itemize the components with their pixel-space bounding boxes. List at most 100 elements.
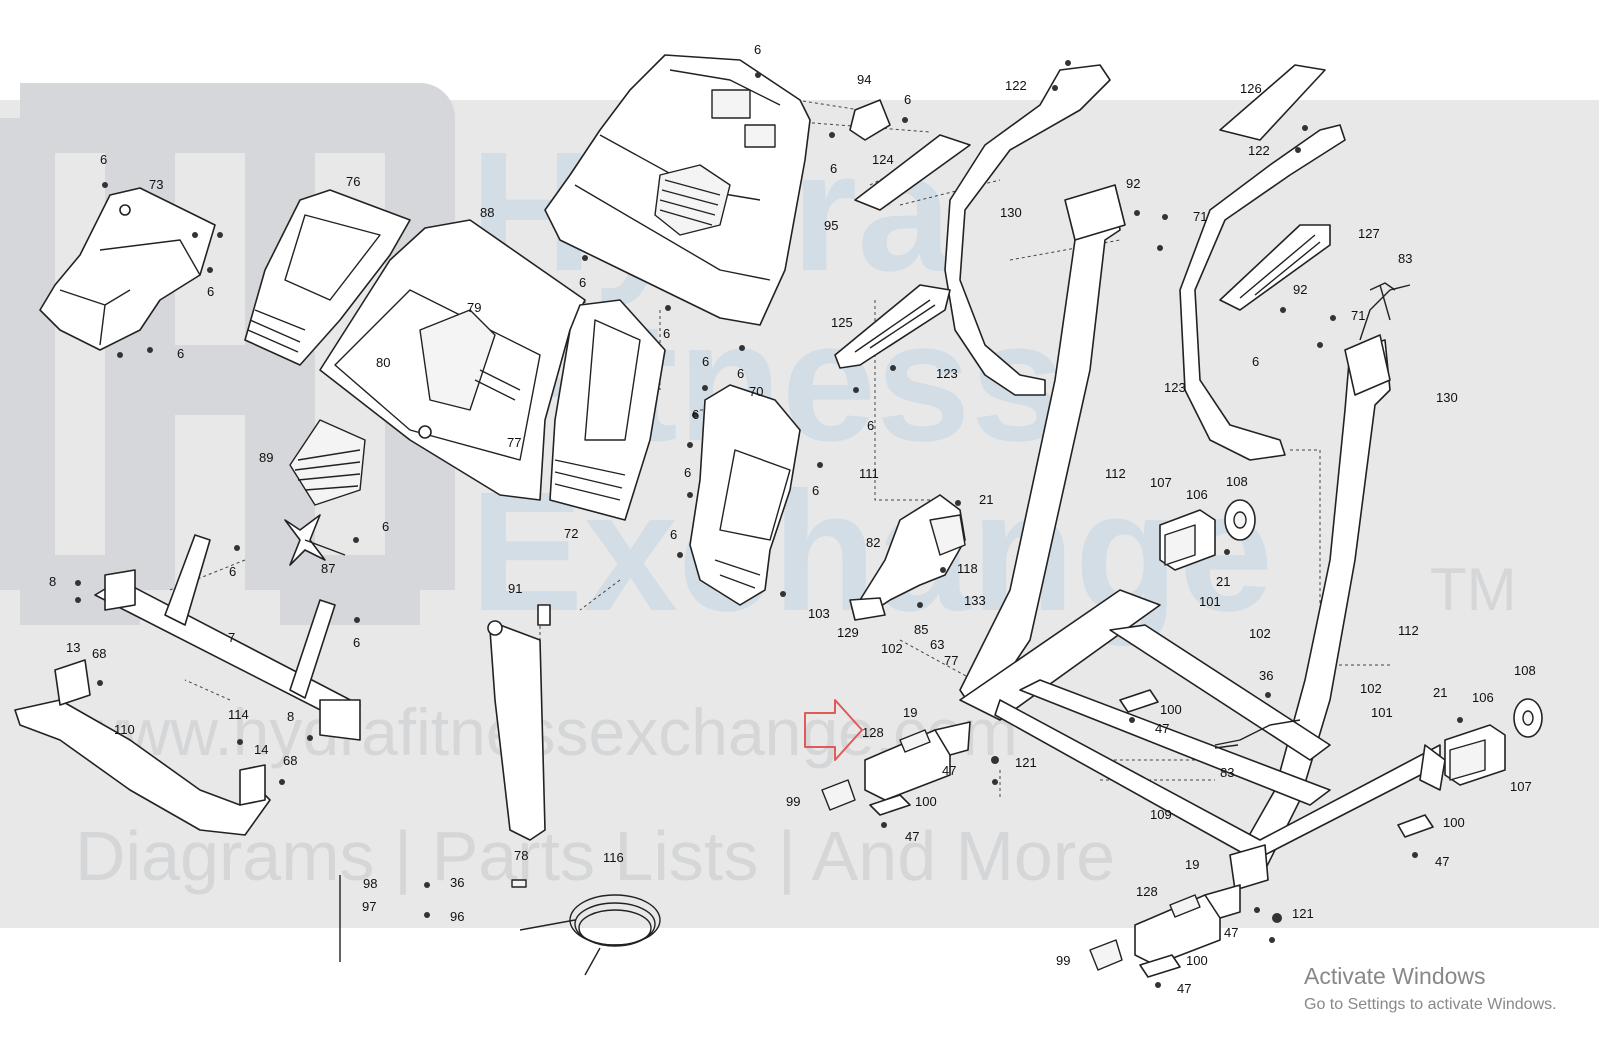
label-121: 121 (1015, 755, 1037, 770)
label-6: 6 (812, 483, 819, 498)
label-92: 92 (1126, 176, 1140, 191)
label-108: 108 (1514, 663, 1536, 678)
label-95: 95 (824, 218, 838, 233)
part-128-foot-lower (1134, 884, 1241, 966)
label-6: 6 (663, 326, 670, 341)
label-47: 47 (1224, 925, 1238, 940)
part-95-console-top (544, 54, 811, 326)
part-73-left-shroud (39, 187, 216, 351)
label-47: 47 (1177, 981, 1191, 996)
label-130: 130 (1436, 390, 1458, 405)
label-101: 101 (1199, 594, 1221, 609)
label-36: 36 (450, 875, 464, 890)
part-94-bracket (849, 99, 891, 141)
label-6: 6 (353, 635, 360, 650)
label-47: 47 (1435, 854, 1449, 869)
part-89-speaker-grille (289, 419, 366, 506)
label-6: 6 (830, 161, 837, 176)
part-upright-left (959, 184, 1126, 706)
label-6: 6 (579, 275, 586, 290)
label-106: 106 (1472, 690, 1494, 705)
label-6: 6 (754, 42, 761, 57)
label-83: 83 (1220, 765, 1234, 780)
label-63: 63 (930, 637, 944, 652)
label-128: 128 (862, 725, 884, 740)
part-100-pad-mid (1119, 689, 1159, 713)
highlight-arrow (804, 699, 863, 761)
label-6: 6 (692, 407, 699, 422)
activate-windows-subtitle: Go to Settings to activate Windows. (1304, 996, 1557, 1013)
label-107: 107 (1510, 779, 1532, 794)
part-100-pad-lower (1139, 954, 1181, 978)
label-73: 73 (149, 177, 163, 192)
part-124-strip (854, 134, 971, 211)
label-71: 71 (1351, 308, 1365, 323)
label-19: 19 (903, 705, 917, 720)
label-94: 94 (857, 72, 871, 87)
label-6: 6 (684, 465, 691, 480)
label-99: 99 (1056, 953, 1070, 968)
label-127: 127 (1358, 226, 1380, 241)
part-91-strip (487, 604, 551, 841)
label-102: 102 (1249, 626, 1271, 641)
part-123-handlebar-left (944, 64, 1111, 396)
label-70: 70 (749, 384, 763, 399)
label-114: 114 (228, 707, 249, 722)
label-68: 68 (92, 646, 106, 661)
label-85: 85 (914, 622, 928, 637)
label-6: 6 (229, 564, 236, 579)
label-106: 106 (1186, 487, 1208, 502)
label-98: 98 (363, 876, 377, 891)
label-125: 125 (831, 315, 853, 330)
part-78-clip (511, 879, 527, 888)
part-99-cap-upper (821, 779, 856, 811)
label-68: 68 (283, 753, 297, 768)
label-47: 47 (905, 829, 919, 844)
part-123-handlebar-right (1179, 124, 1346, 461)
label-88: 88 (480, 205, 494, 220)
label-6: 6 (1252, 354, 1259, 369)
part-70-right-shroud (689, 384, 801, 606)
label-101: 101 (1371, 705, 1393, 720)
arrow-icon (804, 699, 863, 761)
part-109-base-frame (959, 589, 1446, 891)
label-122: 122 (1005, 78, 1027, 93)
activate-windows-notice: Activate Windows Go to Settings to activ… (1304, 962, 1557, 1016)
part-108-wheel-upper (1224, 499, 1256, 541)
label-107: 107 (1150, 475, 1172, 490)
part-83-wire-lower (1214, 719, 1301, 749)
label-80: 80 (376, 355, 390, 370)
part-128-foot-upper (864, 721, 971, 801)
label-124: 124 (872, 152, 894, 167)
label-79: 79 (467, 300, 481, 315)
label-21: 21 (1216, 574, 1230, 589)
part-108-wheel-lower (1513, 698, 1543, 738)
label-112: 112 (1398, 623, 1419, 638)
part-125-grip (834, 284, 951, 369)
watermark-trademark: TM (1430, 556, 1517, 623)
label-6: 6 (702, 354, 709, 369)
label-8: 8 (287, 709, 294, 724)
label-116: 116 (603, 850, 624, 865)
part-106-wheel-bracket-upper (1159, 509, 1216, 571)
label-122: 122 (1248, 143, 1270, 158)
label-130: 130 (1000, 205, 1022, 220)
label-6: 6 (382, 519, 389, 534)
label-6: 6 (207, 284, 214, 299)
hf-logo-mark (0, 83, 455, 625)
label-6: 6 (670, 527, 677, 542)
label-21: 21 (979, 492, 993, 507)
label-123: 123 (1164, 380, 1186, 395)
label-6: 6 (867, 418, 874, 433)
part-83-wire-upper (1359, 284, 1411, 341)
label-108: 108 (1226, 474, 1248, 489)
part-126-cap (1219, 64, 1326, 141)
label-92: 92 (1293, 282, 1307, 297)
part-100-pad-upper (869, 794, 911, 816)
label-8: 8 (49, 574, 56, 589)
label-82: 82 (866, 535, 880, 550)
label-47: 47 (1155, 721, 1169, 736)
label-91: 91 (508, 581, 522, 596)
